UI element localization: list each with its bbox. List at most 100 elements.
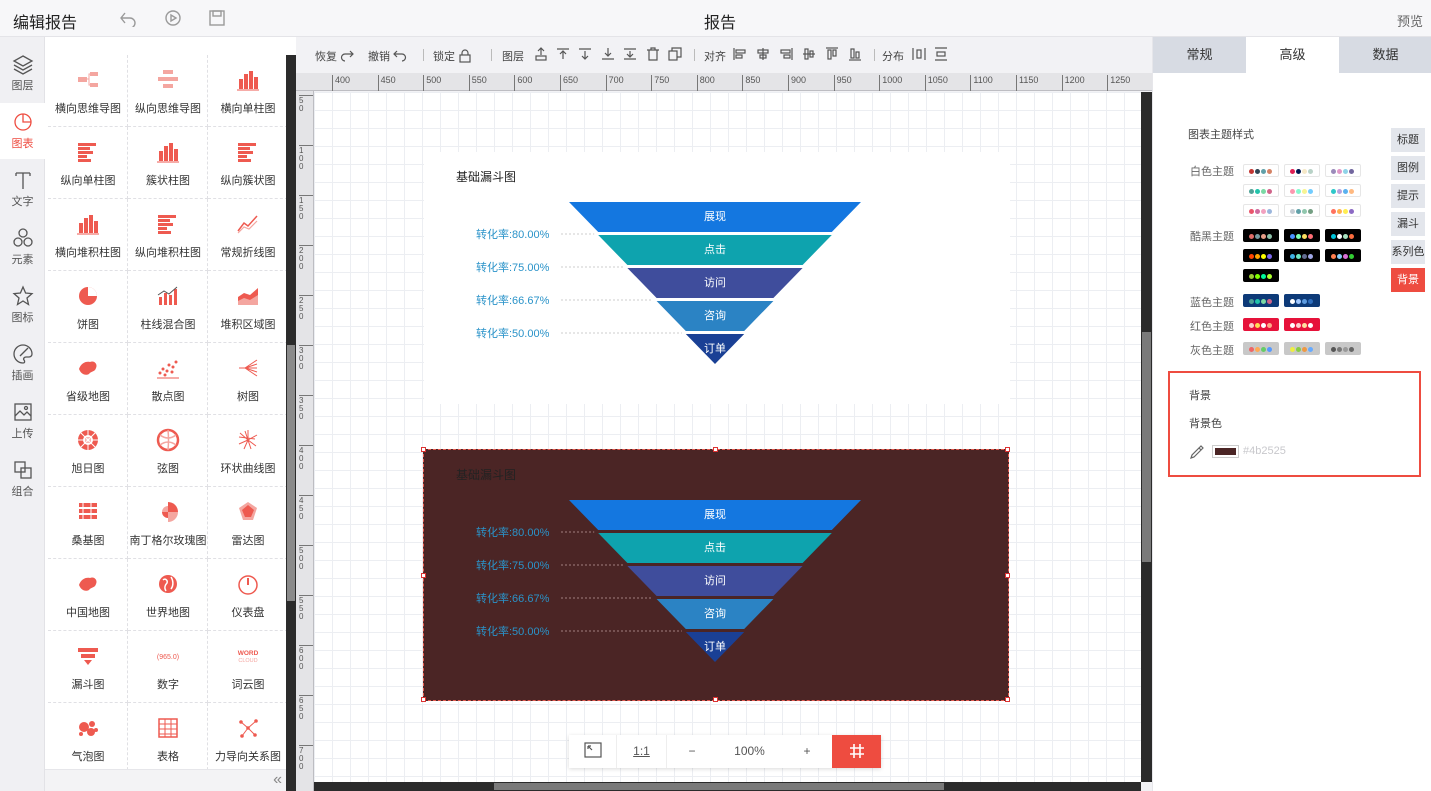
widget-bubble[interactable]: 气泡图 xyxy=(48,703,128,775)
theme-swatch[interactable] xyxy=(1325,164,1361,177)
widget-bar-v[interactable]: 簇状柱图 xyxy=(128,127,208,199)
funnel-stage[interactable] xyxy=(656,301,774,331)
widget-radial[interactable]: 环状曲线图 xyxy=(208,415,286,487)
theme-swatch[interactable] xyxy=(1325,249,1361,262)
widget-number[interactable]: (965.0)数字 xyxy=(128,631,208,703)
nav-item-chart[interactable]: 图表 xyxy=(0,103,45,159)
widget-globe[interactable]: 世界地图 xyxy=(128,559,208,631)
fit-screen-button[interactable] xyxy=(569,735,617,768)
resize-handle-tr[interactable] xyxy=(1005,447,1010,452)
widget-mindmap-h[interactable]: 横向思维导图 xyxy=(48,55,128,127)
widget-bar-v[interactable]: 横向堆积柱图 xyxy=(48,199,128,271)
side-tab-4[interactable]: 系列色 xyxy=(1391,240,1425,264)
tab-2[interactable]: 数据 xyxy=(1372,47,1399,62)
funnel-stage[interactable] xyxy=(569,202,861,232)
undo-button[interactable]: 撤销 xyxy=(368,48,407,64)
widget-panel-scrollbar[interactable] xyxy=(286,55,296,791)
theme-swatch[interactable] xyxy=(1325,204,1361,217)
funnel-stage[interactable] xyxy=(598,533,832,563)
distribute-v-icon[interactable] xyxy=(934,47,948,61)
tab-0[interactable]: 常规 xyxy=(1186,47,1213,62)
funnel-stage[interactable] xyxy=(569,500,861,530)
play-icon[interactable] xyxy=(164,9,182,27)
theme-swatch[interactable] xyxy=(1243,184,1279,197)
theme-swatch[interactable] xyxy=(1243,294,1279,307)
scrollbar-thumb[interactable] xyxy=(1142,332,1151,562)
side-tab-1[interactable]: 图例 xyxy=(1391,156,1425,180)
nav-item-text[interactable]: 文字 xyxy=(0,161,45,217)
theme-swatch[interactable] xyxy=(1284,229,1320,242)
scrollbar-thumb[interactable] xyxy=(287,345,295,601)
theme-swatch[interactable] xyxy=(1284,342,1320,355)
side-tab-5[interactable]: 背景 xyxy=(1391,268,1425,292)
theme-swatch[interactable] xyxy=(1284,164,1320,177)
layer-up-icon[interactable] xyxy=(534,47,548,61)
delete-icon[interactable] xyxy=(646,47,660,61)
widget-line[interactable]: 常规折线图 xyxy=(208,199,286,271)
theme-swatch[interactable] xyxy=(1243,249,1279,262)
canvas-horizontal-scrollbar[interactable] xyxy=(314,782,1141,791)
resize-handle-r[interactable] xyxy=(1005,573,1010,578)
theme-swatch[interactable] xyxy=(1284,249,1320,262)
widget-pie[interactable]: 饼图 xyxy=(48,271,128,343)
widget-sunburst[interactable]: 旭日图 xyxy=(48,415,128,487)
nav-item-upload[interactable]: 上传 xyxy=(0,393,45,449)
funnel-chart-dark[interactable]: 基础漏斗图 展现点击访问咨询订单转化率:80.00%转化率:75.00%转化率:… xyxy=(421,447,1010,702)
widget-chord[interactable]: 弦图 xyxy=(128,415,208,487)
funnel-stage[interactable] xyxy=(685,334,745,364)
background-color-value[interactable]: #4b2525 xyxy=(1243,445,1286,457)
theme-swatch[interactable] xyxy=(1325,184,1361,197)
nav-item-group[interactable]: 组合 xyxy=(0,451,45,507)
zoom-out-button[interactable]: − xyxy=(688,744,696,758)
background-color-swatch[interactable] xyxy=(1212,445,1239,458)
widget-rose[interactable]: 南丁格尔玫瑰图 xyxy=(128,487,208,559)
layer-down-icon[interactable] xyxy=(578,47,592,61)
widget-table[interactable]: 表格 xyxy=(128,703,208,775)
theme-swatch[interactable] xyxy=(1243,164,1279,177)
layer-bottom-icon[interactable] xyxy=(601,47,615,61)
widget-mindmap-v[interactable]: 纵向思维导图 xyxy=(128,55,208,127)
resize-handle-tl[interactable] xyxy=(421,447,426,452)
side-tab-0[interactable]: 标题 xyxy=(1391,128,1425,152)
widget-gauge[interactable]: 仪表盘 xyxy=(208,559,286,631)
undo-icon[interactable] xyxy=(119,9,137,27)
canvas-vertical-scrollbar[interactable] xyxy=(1141,92,1152,782)
funnel-stage[interactable] xyxy=(627,566,803,596)
lock-button[interactable]: 锁定 xyxy=(433,48,472,64)
nav-item-layers[interactable]: 图层 xyxy=(0,45,45,101)
side-tab-2[interactable]: 提示 xyxy=(1391,184,1425,208)
layer-bottom2-icon[interactable] xyxy=(623,47,637,61)
widget-bar-h[interactable]: 纵向堆积柱图 xyxy=(128,199,208,271)
widget-bar-h[interactable]: 纵向簇状图 xyxy=(208,127,286,199)
resize-handle-bl[interactable] xyxy=(421,697,426,702)
funnel-stage[interactable] xyxy=(598,235,832,265)
preview-button[interactable]: 预览 xyxy=(1396,14,1423,29)
scrollbar-thumb[interactable] xyxy=(494,783,944,790)
eyedropper-icon[interactable] xyxy=(1189,444,1205,460)
actual-size-button[interactable]: 1:1 xyxy=(617,735,667,768)
widget-area[interactable]: 堆积区域图 xyxy=(208,271,286,343)
theme-swatch[interactable] xyxy=(1284,204,1320,217)
widget-map[interactable]: 省级地图 xyxy=(48,343,128,415)
theme-swatch[interactable] xyxy=(1243,318,1279,331)
nav-item-mark[interactable]: 图标 xyxy=(0,277,45,333)
side-tab-3[interactable]: 漏斗 xyxy=(1391,212,1425,236)
theme-swatch[interactable] xyxy=(1284,294,1320,307)
theme-swatch[interactable] xyxy=(1325,342,1361,355)
widget-funnel[interactable]: 漏斗图 xyxy=(48,631,128,703)
widget-map[interactable]: 中国地图 xyxy=(48,559,128,631)
resize-handle-l[interactable] xyxy=(421,573,426,578)
funnel-stage[interactable] xyxy=(627,268,803,298)
widget-radar[interactable]: 雷达图 xyxy=(208,487,286,559)
funnel-stage[interactable] xyxy=(685,632,745,662)
align-center-v-icon[interactable] xyxy=(802,47,816,61)
copy-icon[interactable] xyxy=(668,47,682,61)
funnel-stage[interactable] xyxy=(656,599,774,629)
theme-swatch[interactable] xyxy=(1243,269,1279,282)
resize-handle-br[interactable] xyxy=(1005,697,1010,702)
align-top-icon[interactable] xyxy=(825,47,839,61)
report-page[interactable]: 基础漏斗图 展现点击访问咨询订单转化率:80.00%转化率:75.00%转化率:… xyxy=(314,92,1141,782)
theme-swatch[interactable] xyxy=(1243,204,1279,217)
distribute-h-icon[interactable] xyxy=(912,47,926,61)
